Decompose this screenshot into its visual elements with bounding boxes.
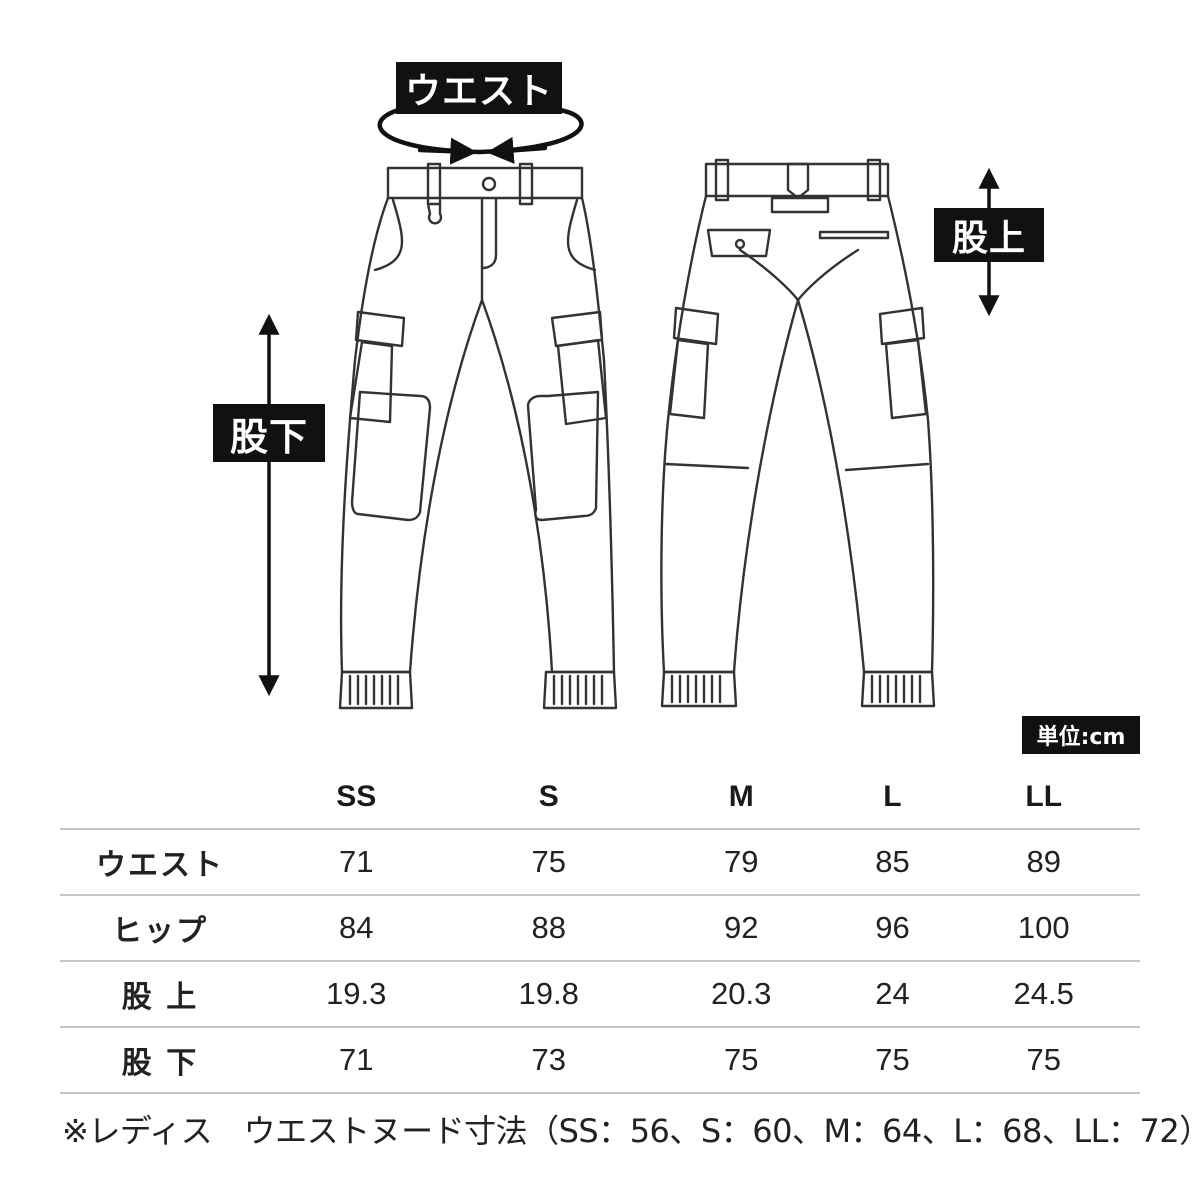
rise-label: 股上 bbox=[934, 208, 1044, 262]
pants-diagram bbox=[258, 103, 1000, 710]
table-row-inseam: 股 下 71 73 75 75 75 bbox=[60, 1026, 1140, 1094]
table-cell: 88 bbox=[452, 894, 645, 961]
pants-front-icon bbox=[338, 162, 618, 710]
table-cell: 75 bbox=[837, 1026, 948, 1094]
table-cell: 79 bbox=[644, 828, 838, 895]
table-row-hip: ヒップ 84 88 92 96 100 bbox=[60, 894, 1140, 961]
pants-illustration-area: ウエスト 股上 股下 bbox=[213, 62, 1044, 710]
header-blank-cell bbox=[60, 766, 260, 829]
table-cell: 75 bbox=[947, 1026, 1140, 1094]
row-label: 股 上 bbox=[60, 960, 260, 1027]
size-header-cell: S bbox=[538, 780, 559, 813]
table-cell: 75 bbox=[644, 1026, 838, 1094]
size-table: SS S M L LL ウエスト 71 75 79 85 89 ヒップ 84 8… bbox=[60, 766, 1140, 1094]
table-cell: 73 bbox=[452, 1026, 645, 1094]
table-row-rise: 股 上 19.3 19.8 20.3 24 24.5 bbox=[60, 960, 1140, 1027]
table-cell: 71 bbox=[260, 828, 453, 895]
table-cell: 75 bbox=[452, 828, 645, 895]
size-header-cell: LL bbox=[1025, 780, 1063, 813]
waist-measure-icon bbox=[377, 103, 584, 165]
table-cell: 19.3 bbox=[260, 960, 453, 1027]
size-header-cell: SS bbox=[336, 780, 377, 813]
footnote: ※レディス ウエストヌード寸法（SS：56、S：60、M：64、L：68、LL：… bbox=[62, 1112, 1200, 1150]
waist-label: ウエスト bbox=[396, 62, 562, 114]
table-cell: 85 bbox=[837, 828, 948, 895]
table-cell: 100 bbox=[947, 894, 1140, 961]
table-cell: 84 bbox=[260, 894, 453, 961]
table-cell: 96 bbox=[837, 894, 948, 961]
table-cell: 24 bbox=[837, 960, 948, 1027]
pants-back-icon bbox=[660, 158, 936, 708]
unit-badge: 単位:cm bbox=[1022, 716, 1140, 754]
table-row-waist: ウエスト 71 75 79 85 89 bbox=[60, 828, 1140, 895]
inseam-label: 股下 bbox=[213, 404, 325, 462]
table-cell: 71 bbox=[260, 1026, 453, 1094]
row-label: 股 下 bbox=[60, 1026, 260, 1094]
table-cell: 19.8 bbox=[452, 960, 645, 1027]
row-label: ウエスト bbox=[60, 828, 260, 895]
size-header-row: SS S M L LL bbox=[60, 766, 1140, 829]
table-cell: 89 bbox=[947, 828, 1140, 895]
size-header-cell: M bbox=[728, 780, 754, 813]
table-cell: 24.5 bbox=[947, 960, 1140, 1027]
size-header-cell: L bbox=[883, 780, 902, 813]
table-cell: 20.3 bbox=[644, 960, 838, 1027]
table-cell: 92 bbox=[644, 894, 838, 961]
row-label: ヒップ bbox=[60, 894, 260, 961]
